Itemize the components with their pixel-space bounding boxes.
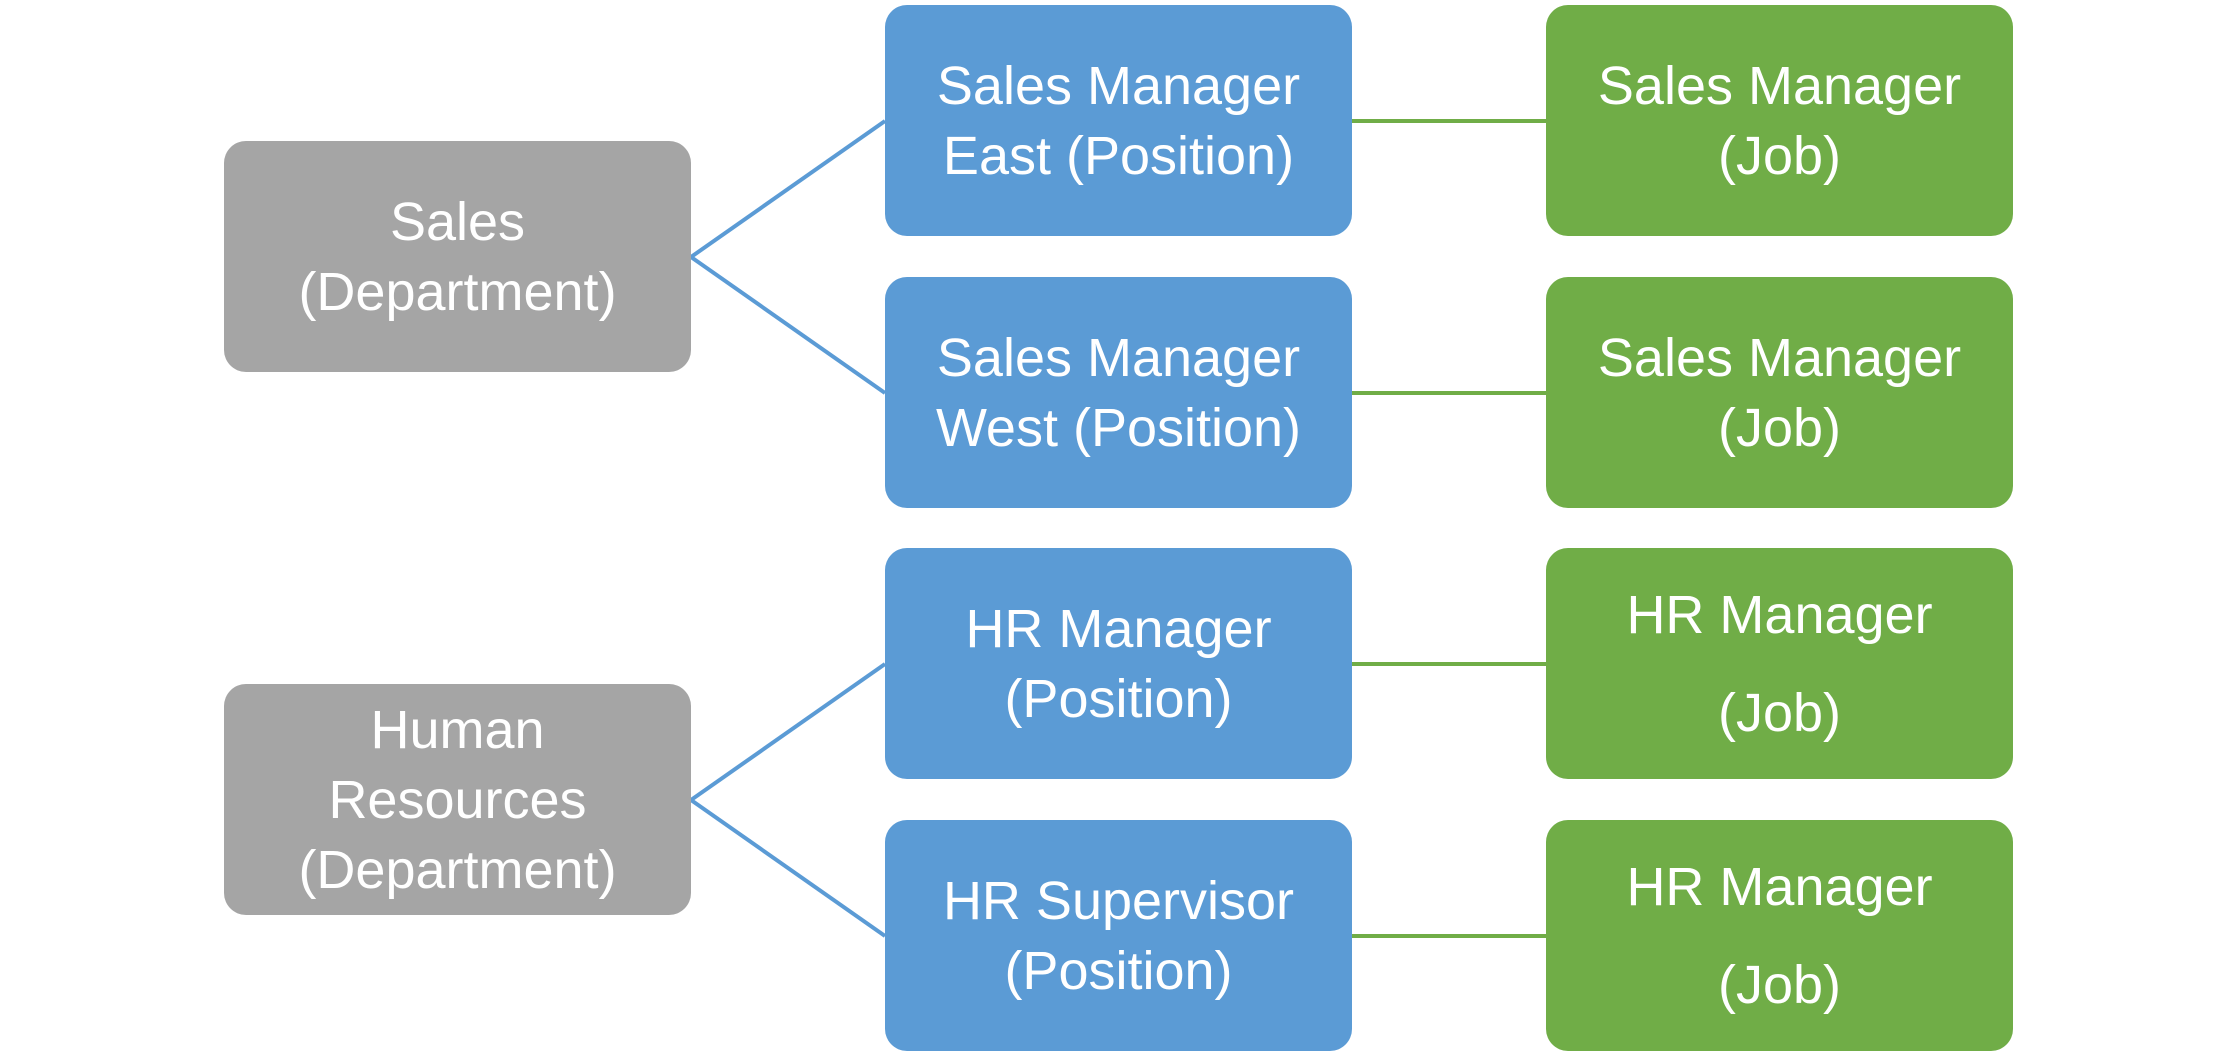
position-sales-manager-east-line-2: East (Position) bbox=[942, 125, 1295, 186]
position-sales-manager-west: Sales Manager West (Position) bbox=[885, 277, 1352, 508]
job-sales-manager-east-line-2: (Job) bbox=[1717, 125, 1842, 186]
position-hr-manager-line-1: HR Manager bbox=[965, 598, 1272, 659]
department-human-resources: Human Resources (Department) bbox=[224, 684, 691, 915]
position-hr-supervisor-line-1: HR Supervisor bbox=[942, 870, 1295, 931]
connector-sales-to-sales-manager-east bbox=[689, 119, 887, 259]
job-hr-manager: HR Manager (Job) bbox=[1546, 548, 2013, 779]
department-hr-line-3: (Department) bbox=[298, 839, 617, 900]
job-hr-manager-line-1: HR Manager bbox=[1626, 584, 1933, 645]
position-sales-manager-west-line-1: Sales Manager bbox=[936, 327, 1301, 388]
job-hr-supervisor-line-2: (Job) bbox=[1717, 954, 1842, 1015]
job-hr-supervisor: HR Manager (Job) bbox=[1546, 820, 2013, 1051]
position-sales-manager-west-line-2: West (Position) bbox=[935, 397, 1302, 458]
job-sales-manager-west-line-1: Sales Manager bbox=[1597, 327, 1962, 388]
department-sales-line-2: (Department) bbox=[298, 261, 617, 322]
connector-sales-to-sales-manager-west bbox=[689, 255, 887, 395]
department-hr-line-2: Resources bbox=[328, 769, 587, 830]
position-hr-manager-line-2: (Position) bbox=[1004, 668, 1233, 729]
job-sales-manager-east: Sales Manager (Job) bbox=[1546, 5, 2013, 236]
department-sales: Sales (Department) bbox=[224, 141, 691, 372]
job-sales-manager-west: Sales Manager (Job) bbox=[1546, 277, 2013, 508]
position-hr-supervisor: HR Supervisor (Position) bbox=[885, 820, 1352, 1051]
connector-hr-to-hr-manager bbox=[689, 662, 887, 802]
position-sales-manager-east-line-1: Sales Manager bbox=[936, 55, 1301, 116]
position-sales-manager-east: Sales Manager East (Position) bbox=[885, 5, 1352, 236]
position-hr-manager: HR Manager (Position) bbox=[885, 548, 1352, 779]
job-sales-manager-west-line-2: (Job) bbox=[1717, 397, 1842, 458]
department-hr-line-1: Human bbox=[370, 699, 545, 760]
job-sales-manager-east-line-1: Sales Manager bbox=[1597, 55, 1962, 116]
position-hr-supervisor-line-2: (Position) bbox=[1004, 940, 1233, 1001]
connector-hr-to-hr-supervisor bbox=[689, 798, 887, 938]
job-hr-supervisor-line-1: HR Manager bbox=[1626, 856, 1933, 917]
job-hr-manager-line-2: (Job) bbox=[1717, 682, 1842, 743]
department-sales-line-1: Sales bbox=[389, 191, 526, 252]
